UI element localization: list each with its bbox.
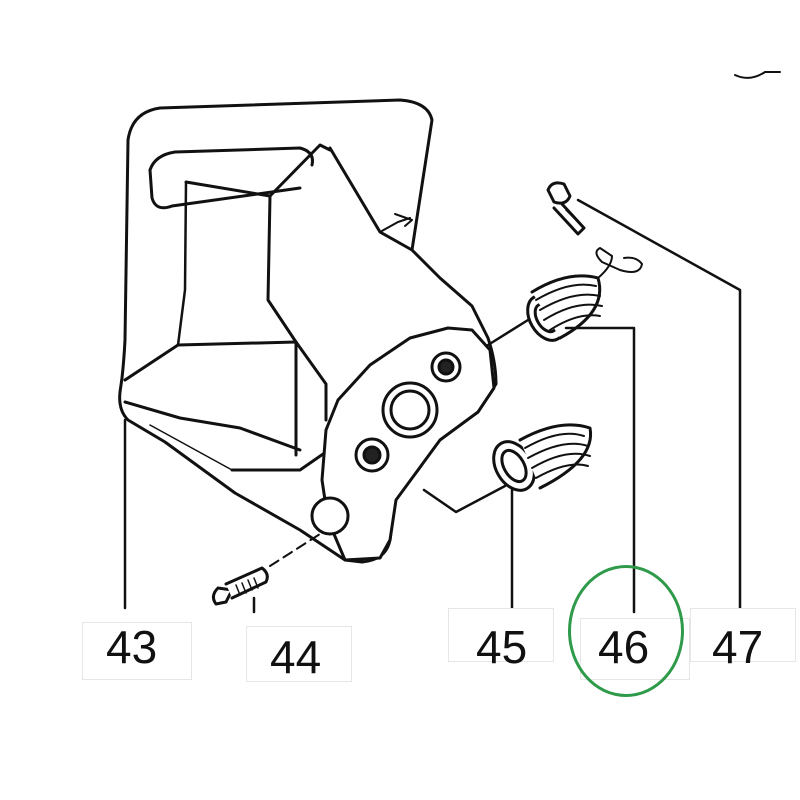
part-label-43: 43 xyxy=(106,621,158,673)
spring-45 xyxy=(492,423,593,492)
part-label-45: 45 xyxy=(476,621,528,673)
label-box-47 xyxy=(690,608,796,662)
screw-boss xyxy=(310,496,350,536)
highlight-ring-46 xyxy=(568,565,684,697)
label-box-44 xyxy=(246,626,352,682)
leader-45 xyxy=(422,484,514,614)
spring-46 xyxy=(526,247,643,342)
handle-housing xyxy=(118,98,498,564)
pin-47 xyxy=(546,181,586,236)
axis-44 xyxy=(269,533,321,567)
part-label-47: 47 xyxy=(712,621,764,673)
leader-47 xyxy=(576,198,742,614)
corner-mark xyxy=(734,71,781,79)
leader-46 xyxy=(486,318,636,614)
screw-44 xyxy=(211,566,269,606)
label-box-45 xyxy=(448,608,554,662)
part-label-44: 44 xyxy=(270,631,322,683)
label-box-43 xyxy=(82,622,192,680)
